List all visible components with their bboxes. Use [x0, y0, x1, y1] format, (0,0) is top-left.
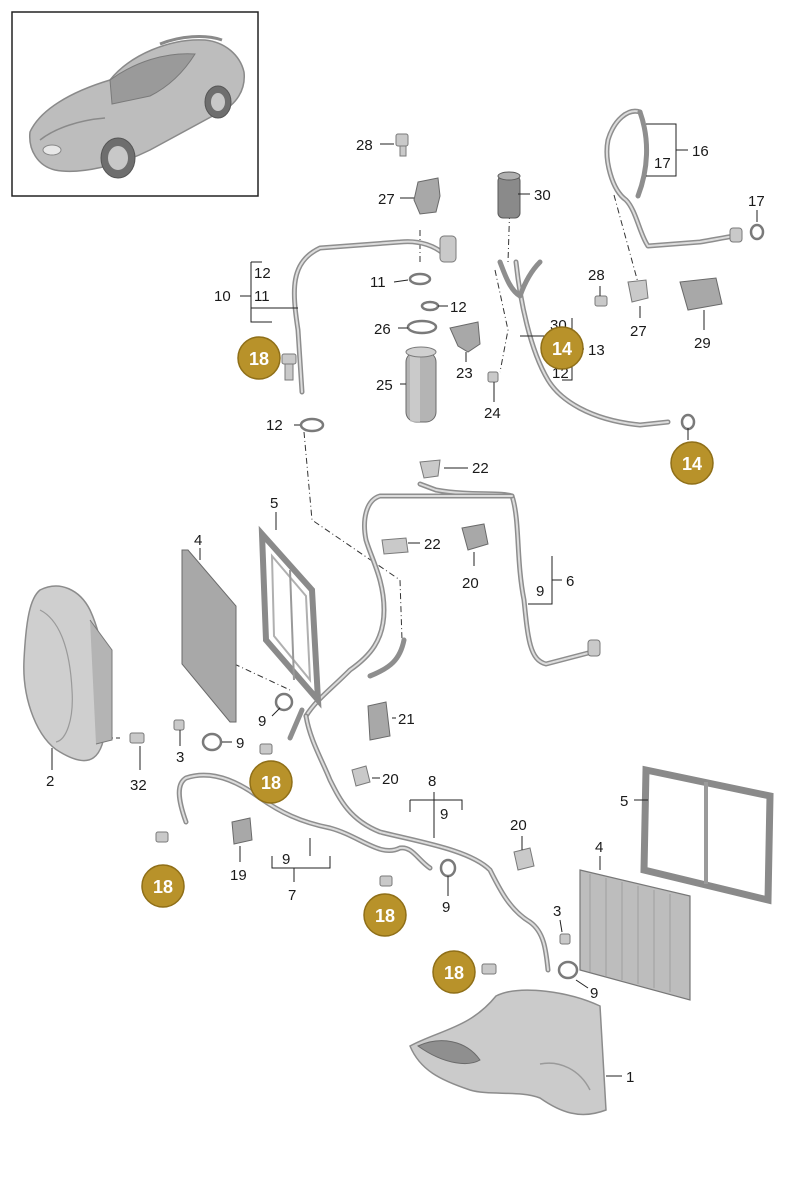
callout-label: 9: [258, 713, 266, 730]
callout-label: 22: [424, 536, 441, 553]
receiver-drier: [405, 346, 437, 423]
lower-air-duct: [409, 989, 607, 1116]
badge-label: 14: [682, 454, 702, 474]
car-icon: [29, 35, 245, 179]
badge-label: 18: [153, 877, 173, 897]
middle-pipe-assembly: [303, 459, 601, 719]
callout-label: 5: [620, 793, 628, 810]
callout-label: 17: [654, 155, 671, 172]
left-radiator-frame: [258, 525, 322, 709]
right-condenser: [579, 869, 691, 1001]
callout-label: 3: [176, 749, 184, 766]
callout-label: 1: [626, 1069, 634, 1086]
highlight-badges: 18 14 14 18 18 18 18: [141, 326, 714, 994]
callout-label: 12: [450, 299, 467, 316]
callout-label: 12: [254, 265, 271, 282]
callout-label: 11: [370, 274, 386, 291]
callout-label: 20: [462, 575, 479, 592]
badge-18[interactable]: 18: [237, 336, 281, 380]
lower-pipe-assembly: [129, 692, 579, 980]
callout-label: 3: [553, 903, 561, 920]
badge-label: 14: [552, 339, 572, 359]
callout-label: 10: [214, 288, 231, 305]
callout-label: 29: [694, 335, 711, 352]
badge-label: 18: [444, 963, 464, 983]
callout-label: 2: [46, 773, 54, 790]
callout-label: 17: [748, 193, 765, 210]
callout-label: 4: [194, 532, 202, 549]
callout-label: 9: [590, 985, 598, 1002]
callout-label: 13: [588, 342, 605, 359]
badge-18[interactable]: 18: [363, 893, 407, 937]
thumbnail-frame: [11, 11, 259, 197]
left-air-duct: [23, 585, 113, 762]
callout-label: 26: [374, 321, 391, 338]
callout-label: 25: [376, 377, 393, 394]
callout-label: 11: [254, 288, 270, 305]
callout-labels: 28 27 30 12 10 11 11 12 26 25 23 24 12 3…: [46, 137, 765, 1086]
callout-label: 12: [266, 417, 283, 434]
callout-label: 9: [236, 735, 244, 752]
vehicle-thumbnail: [11, 11, 259, 197]
upper-pipe-assembly: [281, 108, 765, 433]
badge-label: 18: [249, 349, 269, 369]
callout-label: 24: [484, 405, 501, 422]
badge-label: 18: [261, 773, 281, 793]
badge-18[interactable]: 18: [432, 950, 476, 994]
badge-18[interactable]: 18: [141, 864, 185, 908]
callout-label: 28: [356, 137, 373, 154]
callout-label: 19: [230, 867, 247, 884]
callout-label: 20: [382, 771, 399, 788]
callout-label: 9: [536, 583, 544, 600]
right-radiator-frame: [640, 765, 774, 905]
badge-label: 18: [375, 906, 395, 926]
callout-label: 27: [378, 191, 395, 208]
badge-14[interactable]: 14: [540, 326, 584, 370]
callout-label: 21: [398, 711, 415, 728]
callout-label: 4: [595, 839, 603, 856]
callout-label: 8: [428, 773, 436, 790]
callout-label: 7: [288, 887, 296, 904]
callout-label: 16: [692, 143, 709, 160]
left-condenser: [181, 549, 237, 723]
callout-label: 28: [588, 267, 605, 284]
badge-18[interactable]: 18: [249, 760, 293, 804]
leader-lines: [51, 123, 758, 1077]
callout-label: 32: [130, 777, 147, 794]
callout-label: 9: [442, 899, 450, 916]
callout-label: 30: [534, 187, 551, 204]
callout-label: 23: [456, 365, 473, 382]
callout-label: 5: [270, 495, 278, 512]
callout-label: 9: [282, 851, 290, 868]
callout-label: 22: [472, 460, 489, 477]
callout-label: 6: [566, 573, 574, 590]
callout-label: 9: [440, 806, 448, 823]
badge-14[interactable]: 14: [670, 441, 714, 485]
callout-label: 27: [630, 323, 647, 340]
callout-label: 20: [510, 817, 527, 834]
